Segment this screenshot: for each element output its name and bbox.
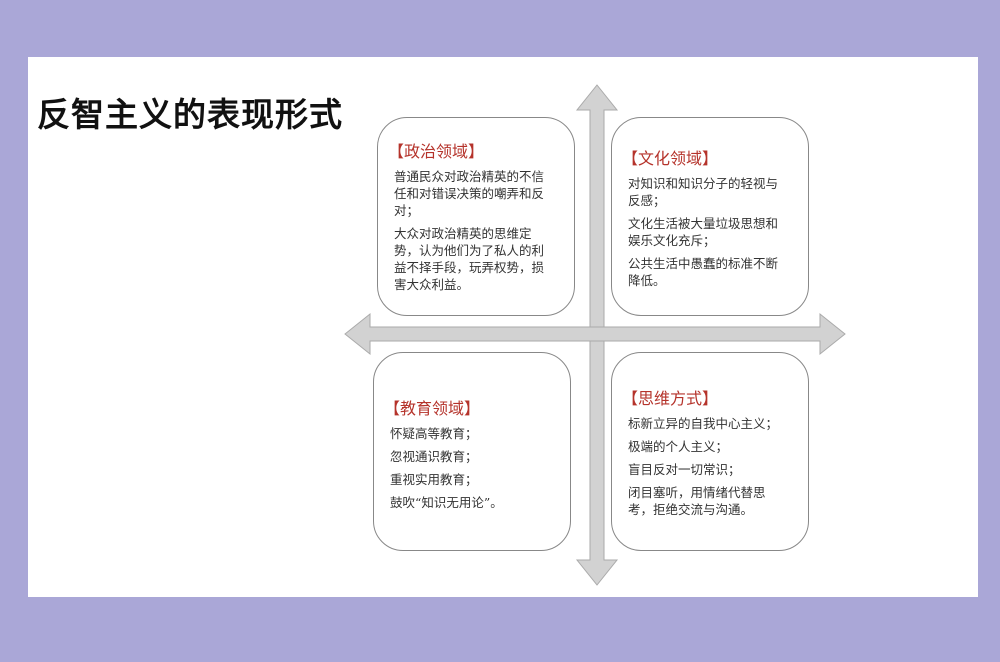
quadrant-education: 【教育领域】 怀疑高等教育； 忽视通识教育； 重视实用教育； 鼓吹“知识无用论”… xyxy=(373,352,571,551)
quadrant-heading: 【文化领域】 xyxy=(622,149,719,168)
quadrant-item: 怀疑高等教育； xyxy=(390,426,478,441)
quadrant-item: 公共生活中愚蠢的标准不断降低。 xyxy=(628,256,779,288)
quadrant-item: 普通民众对政治精英的不信任和对错误决策的嘲弄和反对； xyxy=(394,169,545,218)
quadrant-heading: 【思维方式】 xyxy=(622,389,719,408)
quadrant-item: 重视实用教育； xyxy=(390,472,478,487)
quadrant-item: 盲目反对一切常识； xyxy=(628,462,741,477)
quadrant-heading: 【教育领域】 xyxy=(384,399,481,418)
quadrant-culture: 【文化领域】 对知识和知识分子的轻视与反感； 文化生活被大量垃圾思想和娱乐文化充… xyxy=(611,117,809,316)
quadrant-thinking: 【思维方式】 标新立异的自我中心主义； 极端的个人主义； 盲目反对一切常识； 闭… xyxy=(611,352,809,551)
quadrant-politics: 【政治领域】 普通民众对政治精英的不信任和对错误决策的嘲弄和反对； 大众对政治精… xyxy=(377,117,575,316)
quadrant-item: 鼓吹“知识无用论”。 xyxy=(390,495,503,510)
quadrant-heading: 【政治领域】 xyxy=(388,142,485,161)
quadrant-item: 标新立异的自我中心主义； xyxy=(628,416,779,431)
quadrant-item: 闭目塞听，用情绪代替思考，拒绝交流与沟通。 xyxy=(628,485,766,517)
quadrant-item: 文化生活被大量垃圾思想和娱乐文化充斥； xyxy=(628,216,779,248)
slide-title: 反智主义的表现形式 xyxy=(37,95,343,134)
quadrant-item: 对知识和知识分子的轻视与反感； xyxy=(628,176,779,208)
quadrant-item: 忽视通识教育； xyxy=(390,449,478,464)
quadrant-item: 极端的个人主义； xyxy=(628,439,729,454)
quadrant-item: 大众对政治精英的思维定势，认为他们为了私人的利益不择手段，玩弄权势，损害大众利益… xyxy=(394,226,545,292)
